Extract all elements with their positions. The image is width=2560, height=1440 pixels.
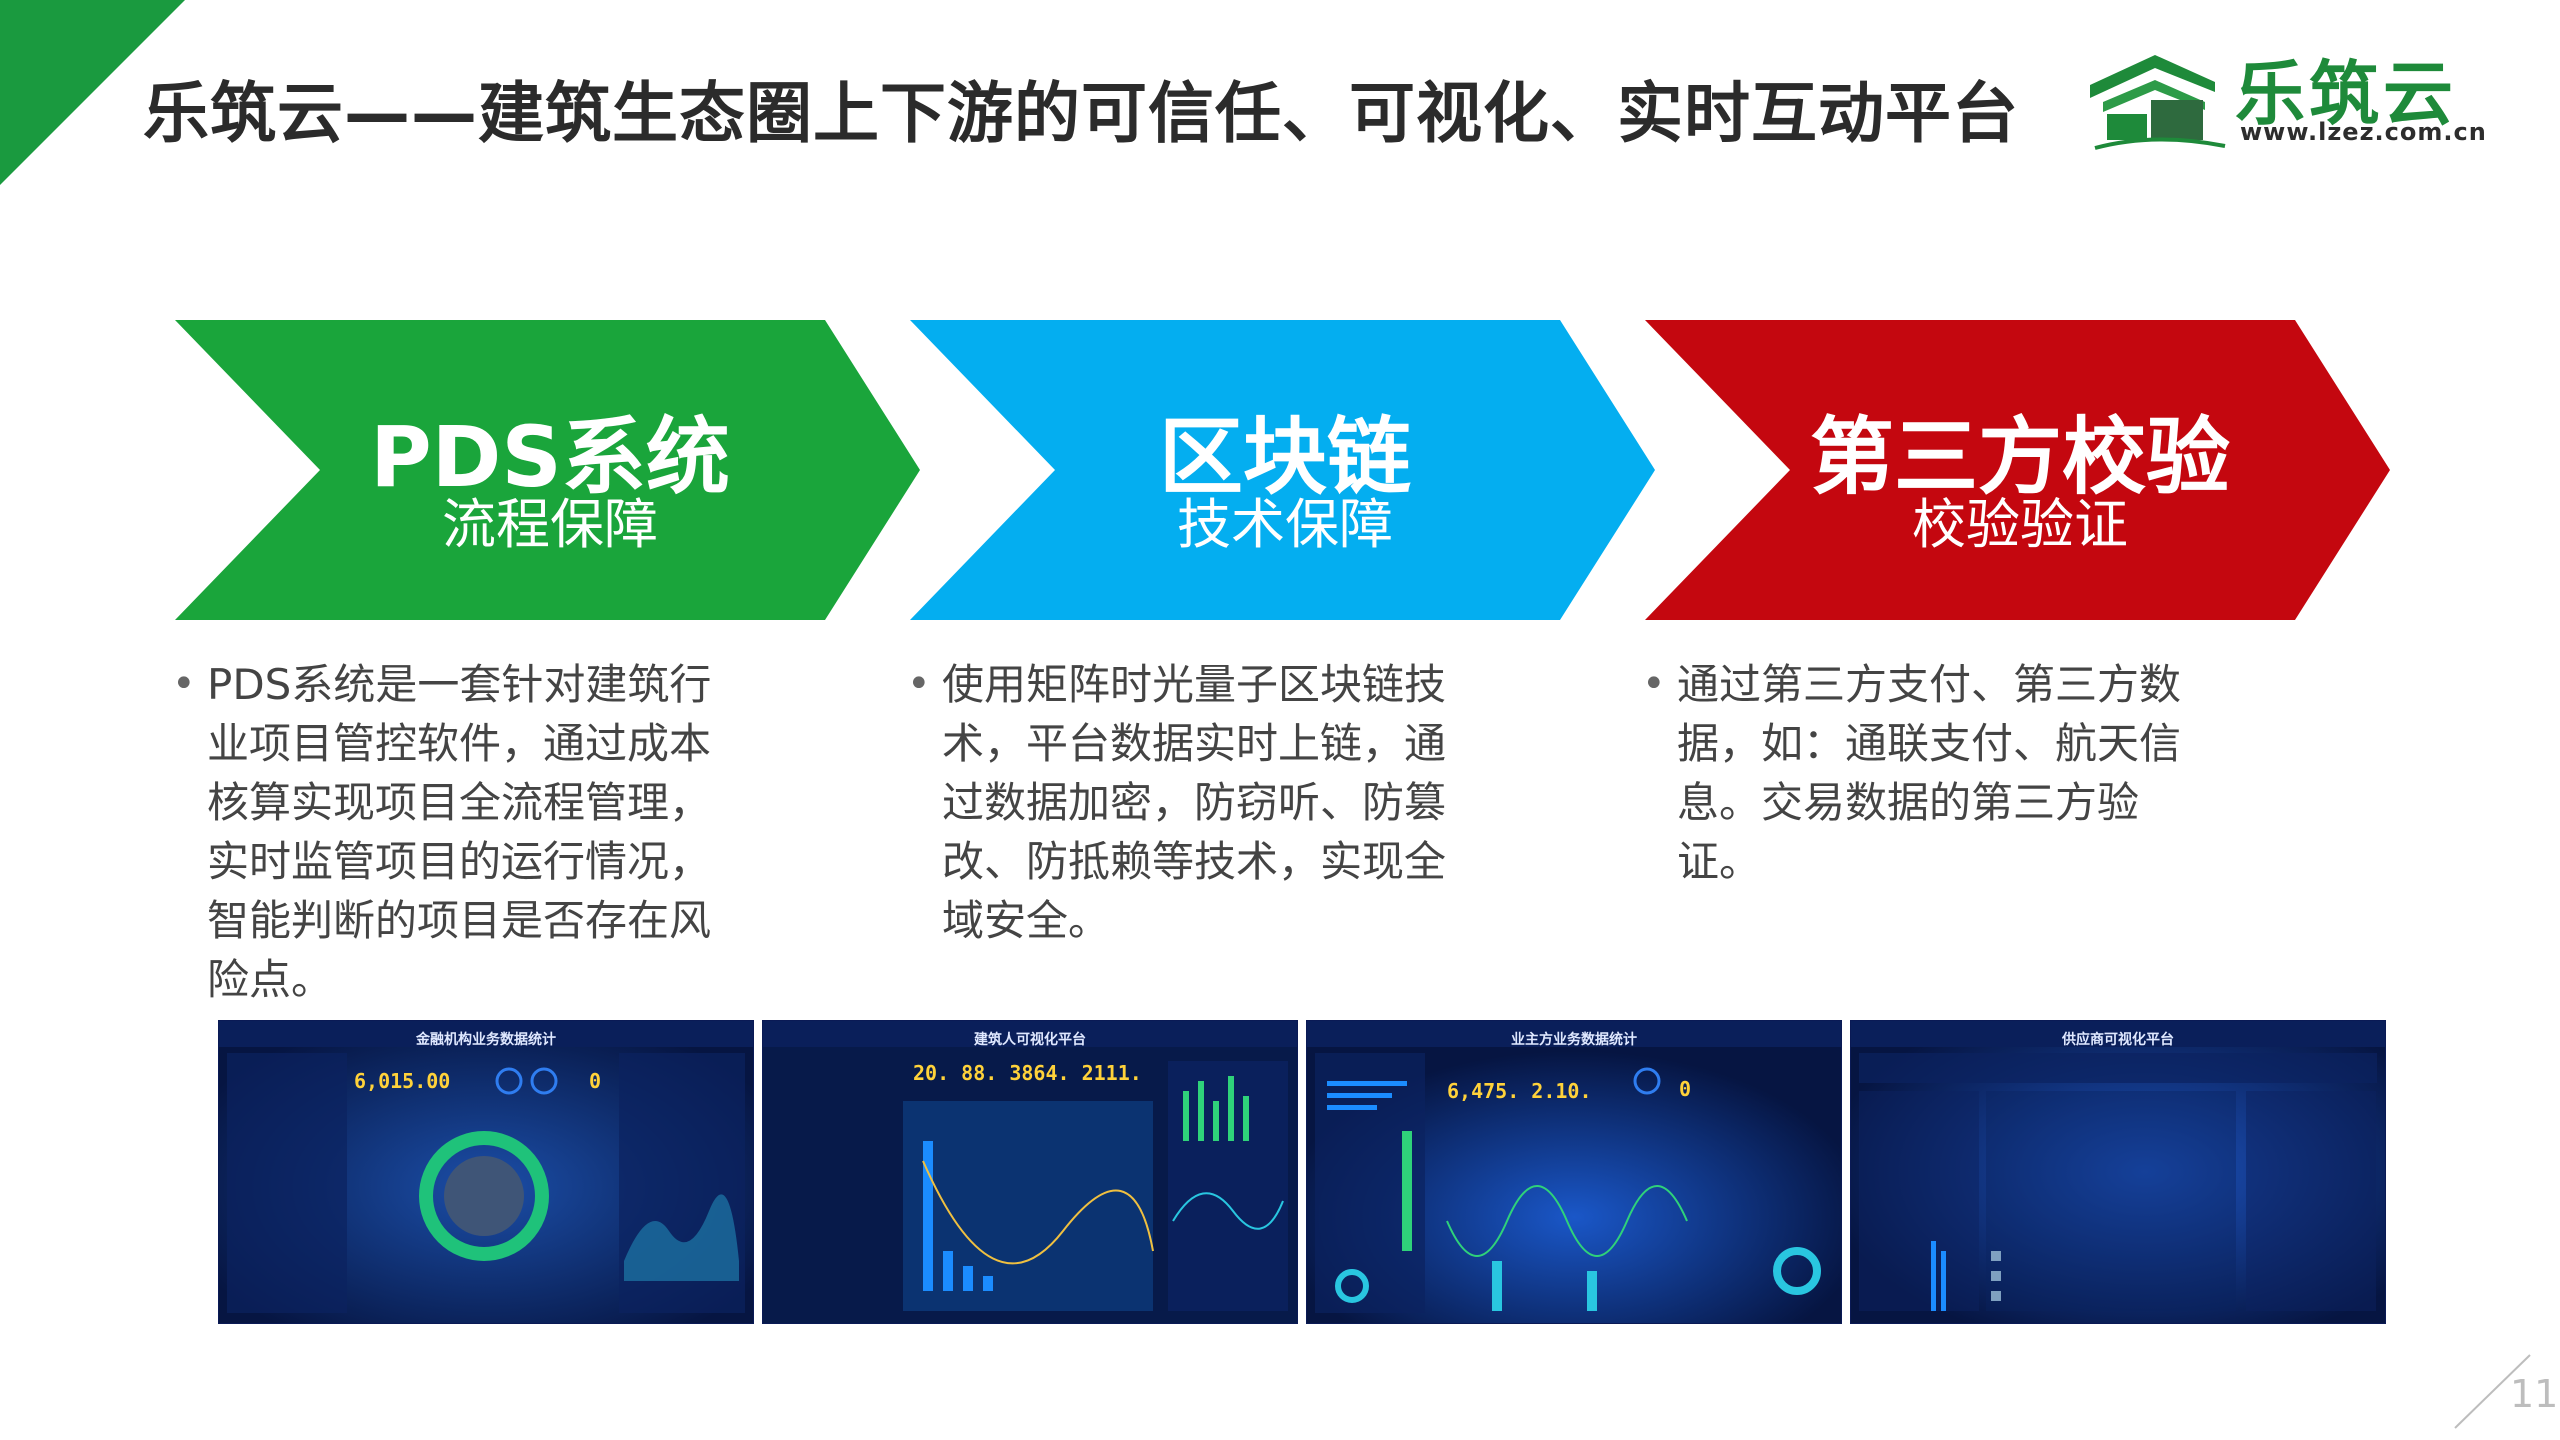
screenshot-figure: 6,475. 2.10. [1447, 1079, 1592, 1103]
pillar-title: PDS系统 [370, 408, 730, 506]
dashboard-screenshot-construction: 建筑人可视化平台 20. 88. 3864. 2111. [762, 1020, 1298, 1324]
logo-url: www.lzez.com.cn [2240, 118, 2487, 146]
pillar-subtitle: 技术保障 [1177, 493, 1393, 556]
description-text: 使用矩阵时光量子区块链技术，平台数据实时上链，通过数据加密，防窃听、防篡改、防抵… [942, 660, 1447, 945]
screenshot-figure: 0 [1679, 1077, 1692, 1101]
bullet-point: • [907, 661, 931, 707]
dashboard-graphic [763, 1021, 1297, 1323]
pillar-subtitle: 流程保障 [442, 493, 658, 556]
bullet-point: • [1642, 661, 1666, 707]
red-chevron-shape [1645, 320, 2390, 620]
pillar-subtitle: 校验验证 [1912, 493, 2128, 556]
dashboard-graphic [1851, 1021, 2385, 1323]
pillar-title: 第三方校验 [1809, 408, 2230, 506]
green-chevron-shape [175, 320, 920, 620]
screenshot-figure: 20. 88. 3864. 2111. [913, 1061, 1142, 1085]
page-number: 11 [2510, 1372, 2559, 1416]
dashboard-screenshot-owner: 业主方业务数据统计 6,475. 2.10. 0 [1306, 1020, 1842, 1324]
logo-name: 乐筑云 [2235, 53, 2457, 135]
screenshot-title: 业主方业务数据统计 [1511, 1032, 1637, 1048]
pillar-third-party: 第三方校验 校验验证 [1645, 320, 2395, 620]
page-title: 乐筑云——建筑生态圈上下游的可信任、可视化、实时互动平台 [143, 75, 2019, 152]
screenshot-title: 供应商可视化平台 [2062, 1032, 2174, 1048]
screenshot-title: 金融机构业务数据统计 [416, 1032, 556, 1048]
pillar-pds: PDS系统 流程保障 [175, 320, 925, 620]
description-text: 通过第三方支付、第三方数据，如：通联支付、航天信息。交易数据的第三方验证。 [1677, 660, 2182, 886]
bullet-point: • [172, 661, 196, 707]
corner-accent-triangle [0, 0, 185, 185]
screenshot-title: 建筑人可视化平台 [974, 1032, 1086, 1048]
screenshot-figure: 0 [589, 1069, 602, 1093]
lezhuyun-logo-icon [2090, 55, 2226, 150]
pillar-title: 区块链 [1158, 408, 1411, 506]
page-number-divider [2454, 1354, 2531, 1429]
dashboard-graphic [219, 1021, 753, 1323]
pillar-blockchain: 区块链 技术保障 [910, 320, 1660, 620]
dashboard-screenshot-finance: 金融机构业务数据统计 6,015.00 0 [218, 1020, 754, 1324]
description-text: PDS系统是一套针对建筑行业项目管控软件，通过成本核算实现项目全流程管理，实时监… [207, 660, 712, 1004]
dashboard-screenshot-supplier: 供应商可视化平台 [1850, 1020, 2386, 1324]
screenshot-figure: 6,015.00 [354, 1069, 451, 1093]
blue-chevron-shape [910, 320, 1655, 620]
dashboard-graphic [1307, 1021, 1841, 1323]
